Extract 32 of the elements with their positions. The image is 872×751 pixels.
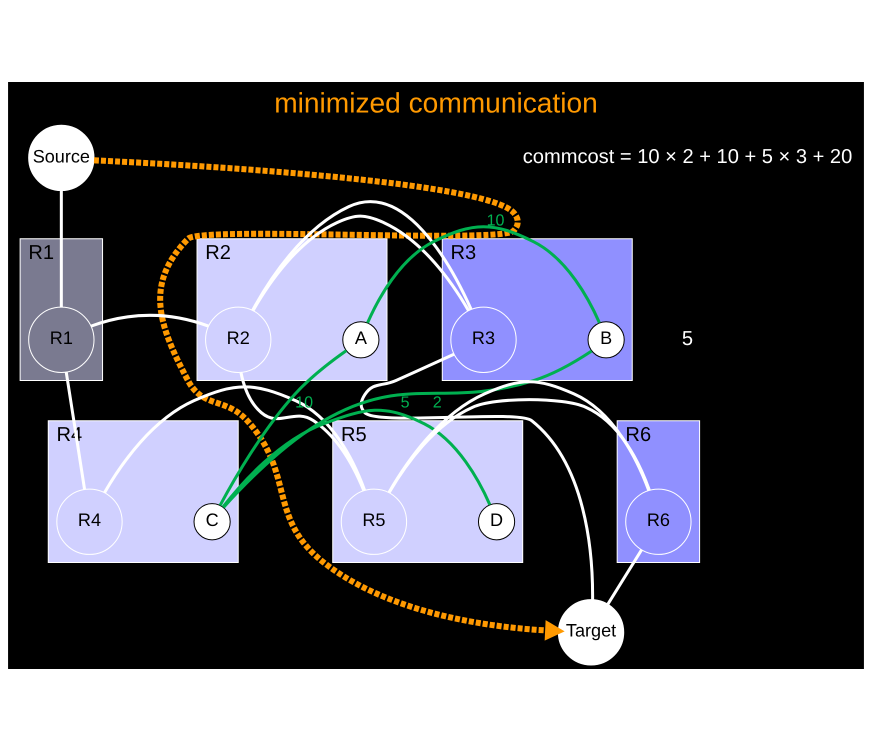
connector xyxy=(103,385,366,494)
node-circle: R4 xyxy=(56,488,123,555)
connector xyxy=(60,190,63,308)
connector xyxy=(90,314,209,328)
edge-label: 5 xyxy=(400,393,410,412)
connector xyxy=(366,225,601,324)
diagram-title: minimized communication xyxy=(274,88,598,119)
node-circle: R6 xyxy=(625,488,692,555)
node-circle: Target xyxy=(558,599,624,666)
connector xyxy=(360,352,594,600)
node-circle: Source xyxy=(28,124,94,192)
connector xyxy=(240,372,366,491)
node-circle: A xyxy=(342,321,380,358)
connector xyxy=(222,408,492,508)
connector xyxy=(218,349,348,506)
node-circle: D xyxy=(478,503,516,540)
connector xyxy=(388,380,651,494)
connector xyxy=(251,200,472,312)
connector xyxy=(606,549,643,605)
node-circle: R2 xyxy=(205,306,272,373)
node-circle: R3 xyxy=(450,306,517,373)
node-circle: R5 xyxy=(340,488,408,555)
node-circle: C xyxy=(194,503,231,540)
connector xyxy=(222,350,592,509)
node-circle: B xyxy=(588,321,625,358)
edge-label: 2 xyxy=(432,393,442,412)
node-circle: R1 xyxy=(28,306,94,373)
edge-label: 10 xyxy=(486,212,504,230)
connector xyxy=(64,372,86,490)
label: 5 xyxy=(682,328,694,350)
label: commcost = 10 × 2 + 10 + 5 × 3 + 20 xyxy=(522,146,852,168)
arrow xyxy=(94,157,565,641)
